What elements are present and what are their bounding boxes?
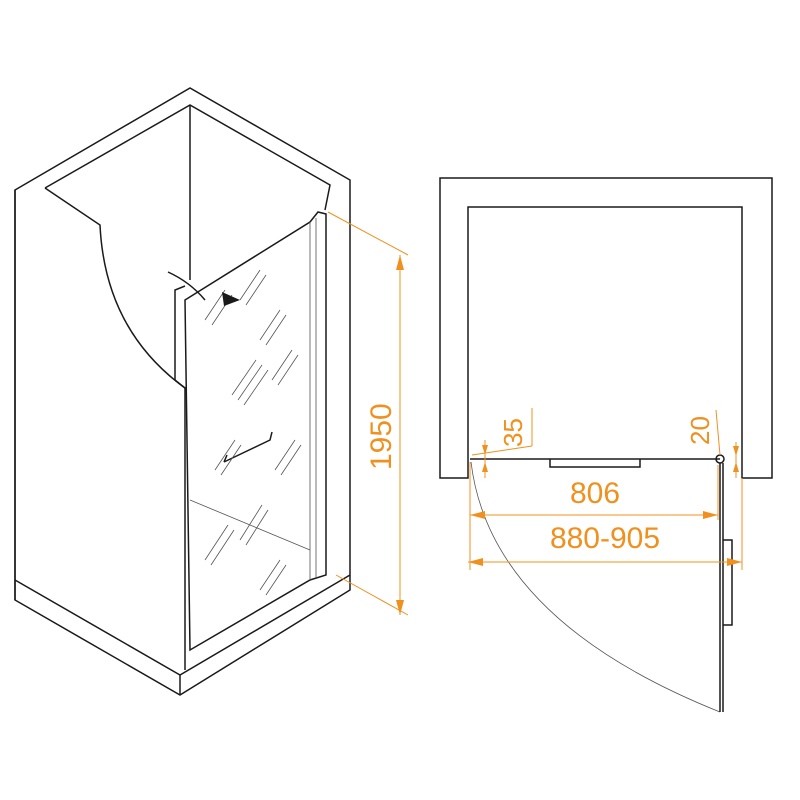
plan-view xyxy=(439,177,773,713)
walls xyxy=(439,177,773,479)
open-door-line xyxy=(719,463,724,712)
opening-range-label: 880-905 xyxy=(550,522,660,555)
curved-wall xyxy=(44,187,186,670)
height-dimension: 1950 xyxy=(327,211,409,616)
glass-texture xyxy=(204,269,302,596)
handle-plan xyxy=(549,459,641,468)
door-handle xyxy=(223,431,273,463)
glass-door xyxy=(184,211,327,652)
height-label: 1950 xyxy=(365,403,398,470)
swing-arrow-icon xyxy=(167,271,206,301)
plan-dimensions: 806 880-905 35 20 xyxy=(468,408,743,570)
swing-arc xyxy=(470,461,721,713)
left-profile-label: 35 xyxy=(498,418,528,447)
door-width-label: 806 xyxy=(570,477,620,510)
isometric-view xyxy=(14,87,351,696)
right-profile-label: 20 xyxy=(685,416,715,445)
